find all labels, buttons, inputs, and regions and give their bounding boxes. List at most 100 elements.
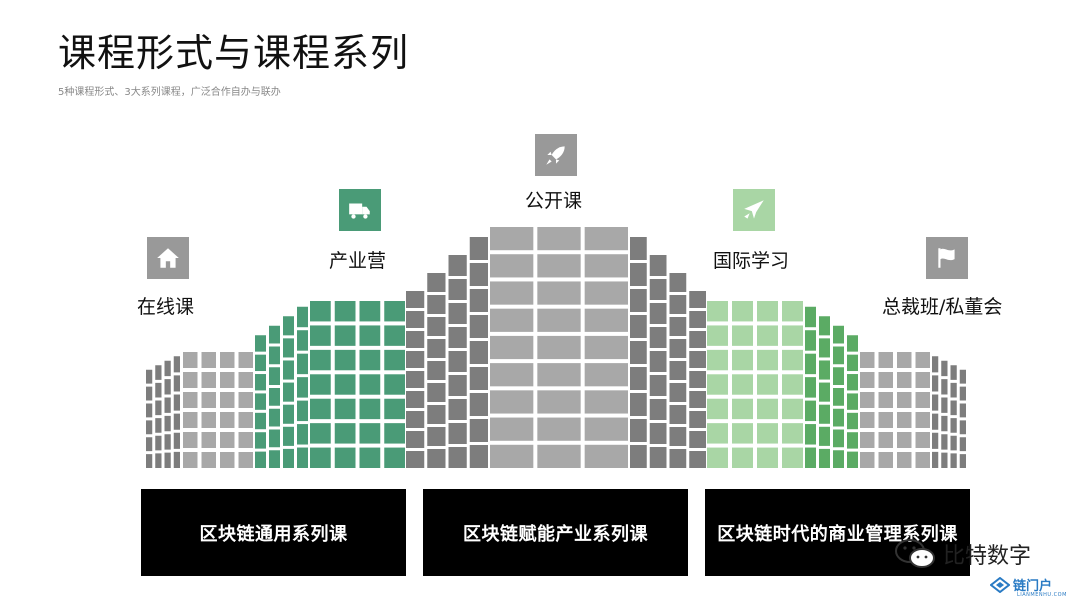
right-mid-face-window-216 [732,447,753,468]
form-label-executive: 总裁班/私董会 [882,296,1003,318]
center-right-side-window-176 [649,255,667,276]
right-mid-side-window-238 [819,316,830,336]
diamond-logo-icon [990,576,1010,593]
right-mid-face-window-206 [707,374,728,395]
right-mid-side-window-252 [847,335,858,352]
left-mid-side-window-51 [255,393,266,410]
right-mid-side-window-245 [833,325,844,344]
center-right-side-window-200 [689,411,706,428]
left-mid-face-window-94 [359,398,381,420]
truck-icon [349,203,370,219]
center-right-side-window-175 [630,445,647,468]
right-small-side-window-291 [941,397,948,413]
left-mid-face-window-97 [384,301,405,322]
series-label: 区块链赋能产业系列课 [463,523,648,545]
left-small-side-window-19 [173,375,180,392]
house-icon-box [147,237,189,279]
left-mid-side-window-57 [269,367,280,385]
center-right-side-window-167 [630,237,647,260]
center-face-window-155 [537,390,581,414]
center-left-side-window-134 [469,315,488,338]
left-mid-face-window-82 [310,447,331,468]
left-mid-side-window-72 [297,377,308,398]
form-label-online: 在线课 [137,296,195,318]
site-logo: 链门户 [990,575,1052,594]
left-mid-face-window-79 [310,374,331,395]
right-mid-side-window-244 [819,448,830,468]
center-face-window-151 [537,281,581,305]
left-small-side-window-11 [155,453,162,468]
right-small-side-window-300 [950,453,957,468]
truck-icon-box [339,189,381,231]
page-title: 课程形式与课程系列 [58,31,410,75]
center-left-side-window-105 [406,311,425,328]
right-small-side-window-293 [941,434,948,450]
logo-subtext: LIANMENHU.COM [1017,592,1067,598]
right-mid-face-window-226 [782,349,803,371]
center-right-side-window-192 [669,427,687,446]
left-small-side-window-23 [173,451,180,468]
right-small-face-window-269 [878,432,893,448]
center-left-side-window-128 [448,399,467,420]
right-small-face-window-265 [878,352,893,368]
left-small-side-window-7 [155,382,162,398]
right-small-face-window-266 [878,372,893,388]
left-mid-side-window-70 [297,330,308,351]
right-small-face-window-274 [897,412,912,428]
right-mid-face-window-207 [707,398,728,420]
left-small-side-window-14 [164,397,171,413]
center-left-side-window-121 [427,449,446,468]
left-mid-side-window-69 [297,306,308,328]
right-mid-face-window-223 [757,447,778,468]
right-mid-side-window-240 [819,360,830,380]
left-small-side-window-18 [173,356,180,373]
left-small-face-window-38 [220,392,235,408]
right-small-face-window-262 [860,412,875,428]
right-mid-face-window-224 [782,301,803,322]
center-right-side-window-190 [669,383,687,402]
center-right-side-window-195 [689,311,706,328]
center-right-side-window-188 [669,339,687,358]
right-small-face-window-277 [915,352,930,368]
left-mid-side-window-67 [283,426,294,446]
center-right-side-window-179 [649,327,667,348]
left-mid-face-window-78 [310,349,331,371]
left-small-side-window-13 [164,379,171,395]
form-label-industry-camp: 产业营 [329,250,387,272]
left-small-face-window-28 [183,432,198,448]
left-mid-side-window-48 [255,335,266,352]
center-left-side-window-137 [469,393,488,416]
center-right-side-window-182 [649,399,667,420]
watermark-text: 比特数字 [943,544,1032,569]
left-mid-side-window-64 [283,360,294,380]
center-right-side-window-186 [669,295,687,314]
right-mid-face-window-221 [757,398,778,420]
left-small-face-window-40 [220,432,235,448]
left-mid-face-window-93 [359,374,381,395]
left-small-side-window-16 [164,434,171,450]
right-mid-face-window-209 [707,447,728,468]
series-label: 区块链时代的商业管理系列课 [717,523,958,545]
left-mid-side-window-59 [269,408,280,427]
left-mid-face-window-81 [310,423,331,444]
center-right-side-window-181 [649,375,667,396]
center-face-window-162 [584,335,628,360]
center-face-window-160 [584,281,628,305]
left-mid-face-window-103 [384,447,405,468]
right-small-face-window-272 [897,372,912,388]
house-icon [157,248,179,268]
center-left-side-window-106 [406,331,425,348]
rocket-icon [546,146,565,165]
right-small-face-window-268 [878,412,893,428]
left-mid-face-window-85 [334,349,356,371]
right-mid-side-window-247 [833,367,844,385]
left-mid-side-window-66 [283,404,294,424]
right-mid-side-window-248 [833,388,844,406]
right-mid-side-window-253 [847,354,858,372]
center-face-window-163 [584,363,628,387]
right-small-face-window-259 [860,352,875,368]
left-small-side-window-1 [146,386,153,401]
right-small-face-window-267 [878,392,893,408]
left-small-face-window-25 [183,372,198,388]
center-right-side-window-170 [630,315,647,338]
